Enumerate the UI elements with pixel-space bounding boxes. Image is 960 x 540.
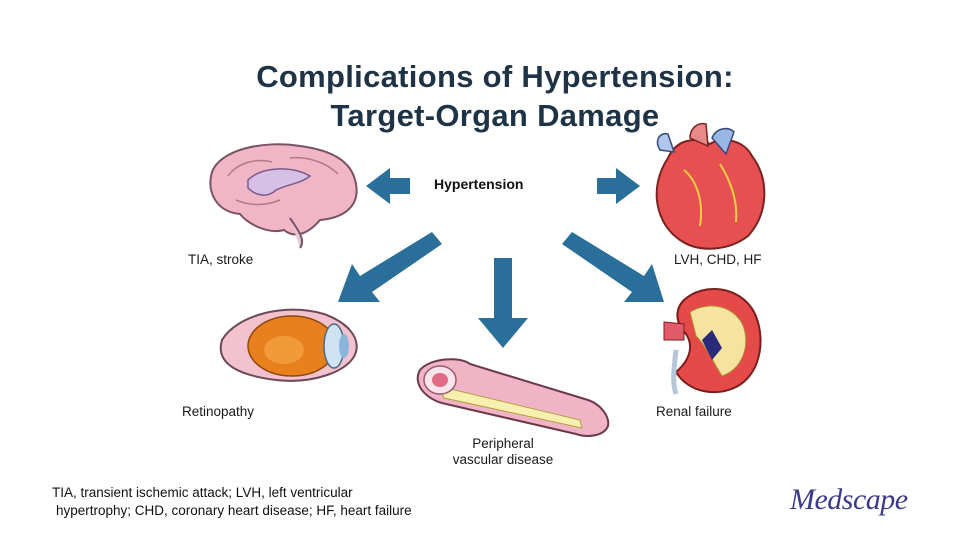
- medscape-logo: Medscape: [790, 483, 908, 517]
- kidney-illustration: [663, 287, 762, 395]
- hypertension-label: Hypertension: [434, 176, 524, 192]
- brain-label: TIA, stroke: [188, 252, 254, 267]
- arrow-to-vessel: [478, 258, 528, 348]
- heart-illustration: [655, 122, 766, 250]
- vessel-label: Peripheral vascular disease: [452, 436, 554, 467]
- arrow-to-kidney: [562, 232, 664, 302]
- vessel-illustration: [416, 358, 610, 437]
- arrow-to-heart: [597, 168, 640, 204]
- kidney-label: Renal failure: [656, 404, 732, 419]
- brain-illustration: [209, 143, 358, 249]
- arrow-to-brain: [366, 168, 410, 204]
- title-line-1: Complications of Hypertension:: [256, 59, 734, 94]
- footnote-line-1: TIA, transient ischemic attack; LVH, lef…: [52, 485, 353, 500]
- footnote-line-2: hypertrophy; CHD, coronary heart disease…: [56, 503, 412, 518]
- eye-illustration: [219, 308, 358, 382]
- footnote: TIA, transient ischemic attack; LVH, lef…: [52, 484, 412, 520]
- heart-label: LVH, CHD, HF: [674, 252, 762, 267]
- medscape-logo-text: Medscape: [790, 483, 908, 516]
- title-line-2: Target-Organ Damage: [330, 98, 660, 133]
- eye-label: Retinopathy: [182, 404, 255, 419]
- arrow-to-eye: [338, 232, 442, 302]
